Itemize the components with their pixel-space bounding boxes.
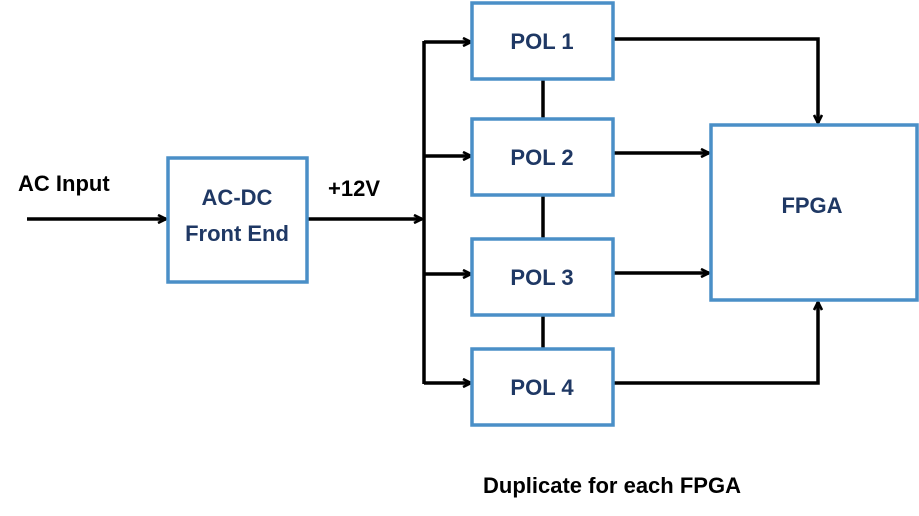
fpga-label: FPGA	[781, 193, 842, 218]
pol1-box	[470, 1, 615, 81]
pol3-label: POL 3	[510, 265, 573, 290]
pol4-to-fpga-arrow	[613, 302, 818, 385]
fpga-box	[709, 123, 919, 302]
caption: Duplicate for each FPGA	[483, 473, 741, 498]
pol4-label: POL 4	[510, 375, 574, 400]
acdc-label-line2: Front End	[185, 221, 289, 246]
pol4-box	[470, 347, 615, 427]
pol2-box	[470, 117, 615, 197]
pol1-label: POL 1	[510, 29, 573, 54]
pol2-label: POL 2	[510, 145, 573, 170]
pol1-to-fpga-arrow	[613, 37, 818, 123]
ac-input-label: AC Input	[18, 171, 110, 196]
connections	[27, 39, 818, 384]
acdc-label-line1: AC-DC	[202, 185, 273, 210]
acdc-front-end-box	[166, 156, 309, 284]
rail-label: +12V	[328, 176, 380, 201]
pol3-box	[470, 237, 615, 317]
